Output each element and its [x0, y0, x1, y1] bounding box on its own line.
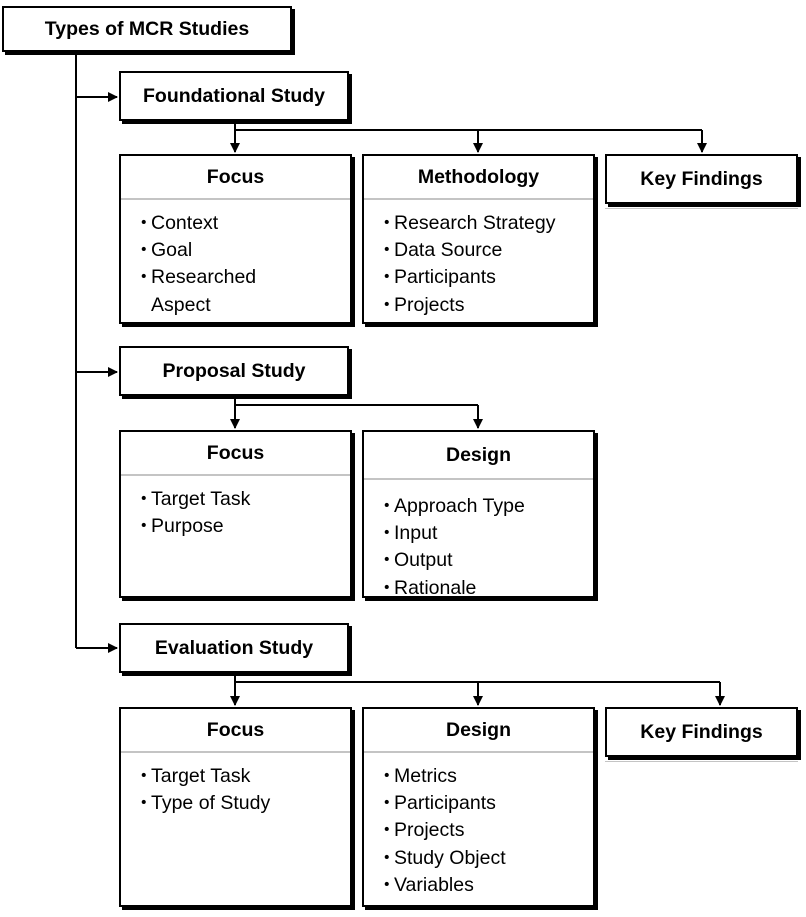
list-item: Goal: [121, 237, 350, 264]
proposal-study-node: Proposal Study: [119, 346, 349, 396]
card-heading: Focus: [206, 441, 265, 464]
study-name: Proposal Study: [162, 359, 306, 382]
card-list: Metrics Participants Projects Study Obje…: [364, 763, 593, 899]
list-item: Input: [364, 520, 593, 547]
card-heading: Focus: [206, 165, 265, 188]
list-item: Study Object: [364, 845, 593, 872]
proposal-focus-card: Focus Target Task Purpose: [119, 430, 352, 598]
divider: [364, 478, 593, 480]
card-list: Target Task Type of Study: [121, 763, 350, 818]
list-item: Context: [121, 210, 350, 237]
list-item: Output: [364, 547, 593, 574]
list-item: Projects: [364, 292, 593, 319]
card-list: Approach Type Input Output Rationale: [364, 493, 593, 602]
list-item: Data Source: [364, 237, 593, 264]
foundational-methodology-card: Methodology Research Strategy Data Sourc…: [362, 154, 595, 324]
card-heading: Focus: [206, 718, 265, 741]
evaluation-study-node: Evaluation Study: [119, 623, 349, 673]
list-item: Purpose: [121, 513, 350, 540]
divider: [364, 751, 593, 753]
card-list: Context Goal Researched Aspect: [121, 210, 350, 319]
card-list: Research Strategy Data Source Participan…: [364, 210, 593, 319]
list-item: Rationale: [364, 575, 593, 602]
divider: [121, 198, 350, 200]
foundational-study-node: Foundational Study: [119, 71, 349, 121]
card-heading: Design: [445, 718, 511, 741]
foundational-key-findings: Key Findings: [605, 154, 798, 209]
list-item: Variables: [364, 872, 593, 899]
evaluation-design-card: Design Metrics Participants Projects Stu…: [362, 707, 595, 907]
divider: [121, 751, 350, 753]
list-item: Metrics: [364, 763, 593, 790]
foundational-focus-card: Focus Context Goal Researched Aspect: [119, 154, 352, 324]
evaluation-key-findings: Key Findings: [605, 707, 798, 762]
card-list: Target Task Purpose: [121, 486, 350, 541]
list-item: Projects: [364, 817, 593, 844]
list-item: Approach Type: [364, 493, 593, 520]
root-node: Types of MCR Studies: [2, 6, 292, 52]
list-item: Target Task: [121, 486, 350, 513]
diagram-title: Types of MCR Studies: [44, 17, 250, 40]
list-item: Research Strategy: [364, 210, 593, 237]
list-item: Type of Study: [121, 790, 350, 817]
divider: [121, 474, 350, 476]
proposal-design-card: Design Approach Type Input Output Ration…: [362, 430, 595, 602]
evaluation-focus-card: Focus Target Task Type of Study: [119, 707, 352, 907]
list-item: Participants: [364, 264, 593, 291]
list-item: Researched Aspect: [121, 264, 271, 318]
list-item: Participants: [364, 790, 593, 817]
study-name: Foundational Study: [143, 84, 325, 107]
card-heading: Design: [445, 443, 511, 466]
divider: [364, 198, 593, 200]
card-heading: Methodology: [417, 165, 540, 188]
list-item: Target Task: [121, 763, 350, 790]
study-name: Evaluation Study: [154, 636, 314, 659]
